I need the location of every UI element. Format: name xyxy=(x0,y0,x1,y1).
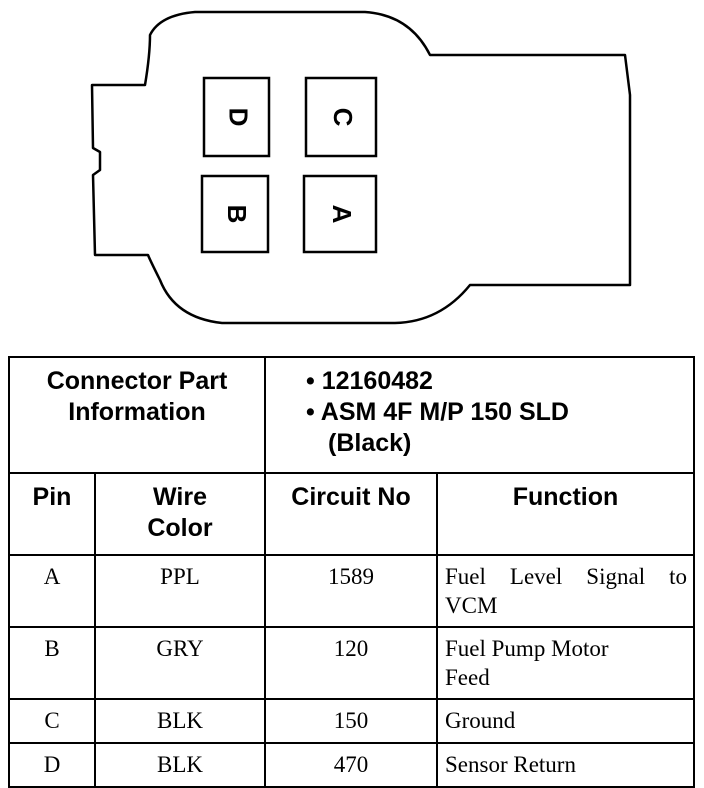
cell-wire-color: GRY xyxy=(94,626,266,700)
cell-wire-color: PPL xyxy=(94,554,266,628)
part-info-label-cell: Connector Part Information xyxy=(8,356,266,474)
cell-pin: B xyxy=(8,626,96,700)
cell-function-line1: Fuel Pump Motor xyxy=(445,636,609,661)
part-color: (Black) xyxy=(328,429,412,457)
cell-function-line2: Feed xyxy=(445,665,490,690)
col-header-wire-color-line2: Color xyxy=(147,514,213,542)
cell-wire-color: BLK xyxy=(94,698,266,744)
cell-pin: A xyxy=(8,554,96,628)
part-description: • ASM 4F M/P 150 SLD xyxy=(306,398,569,426)
col-header-circuit-no: Circuit No xyxy=(264,472,438,556)
cell-circuit-no: 470 xyxy=(264,742,438,788)
cell-function: Fuel Level Signal to VCM xyxy=(436,554,695,628)
pin-cavity-b-label: B xyxy=(222,205,252,224)
connector-housing-outline xyxy=(90,10,632,325)
part-info-values-cell: • 12160482 • ASM 4F M/P 150 SLD (Black) xyxy=(264,356,695,474)
pin-cavity-d-label: D xyxy=(224,108,254,127)
pin-cavity-c-label: C xyxy=(328,108,358,127)
pin-cavity-b: B xyxy=(200,174,270,254)
part-info-row: Connector Part Information • 12160482 • … xyxy=(8,356,695,474)
cell-function-line1: Sensor Return xyxy=(445,752,576,777)
cell-function: Ground xyxy=(436,698,695,744)
cell-function-line1: Ground xyxy=(445,708,516,733)
col-header-function: Function xyxy=(436,472,695,556)
cell-function: Fuel Pump Motor Feed xyxy=(436,626,695,700)
cell-circuit-no: 120 xyxy=(264,626,438,700)
table-row: C BLK 150 Ground xyxy=(8,698,695,744)
pin-cavity-c: C xyxy=(304,76,378,158)
col-header-pin: Pin xyxy=(8,472,96,556)
cell-pin: D xyxy=(8,742,96,788)
connector-diagram: D C B A xyxy=(90,10,632,325)
cell-function-line1: Fuel Level Signal to xyxy=(445,564,687,589)
col-header-wire-color-line1: Wire xyxy=(153,483,207,511)
pin-cavity-d: D xyxy=(202,76,271,158)
table-row: B GRY 120 Fuel Pump Motor Feed xyxy=(8,626,695,700)
column-header-row: Pin Wire Color Circuit No Function xyxy=(8,472,695,556)
table-row: D BLK 470 Sensor Return xyxy=(8,742,695,788)
cell-circuit-no: 1589 xyxy=(264,554,438,628)
cell-function: Sensor Return xyxy=(436,742,695,788)
col-header-wire-color: Wire Color xyxy=(94,472,266,556)
part-info-label-line1: Connector Part xyxy=(46,367,228,395)
cell-wire-color: BLK xyxy=(94,742,266,788)
cell-pin: C xyxy=(8,698,96,744)
pin-cavity-a-label: A xyxy=(327,205,357,224)
pinout-table: Connector Part Information • 12160482 • … xyxy=(8,356,695,788)
cell-circuit-no: 150 xyxy=(264,698,438,744)
pin-cavity-a: A xyxy=(302,174,378,254)
part-info-label-line2: Information xyxy=(68,398,206,426)
table-row: A PPL 1589 Fuel Level Signal to VCM xyxy=(8,554,695,628)
part-number: • 12160482 xyxy=(306,367,433,395)
cell-function-line2: VCM xyxy=(445,593,498,618)
